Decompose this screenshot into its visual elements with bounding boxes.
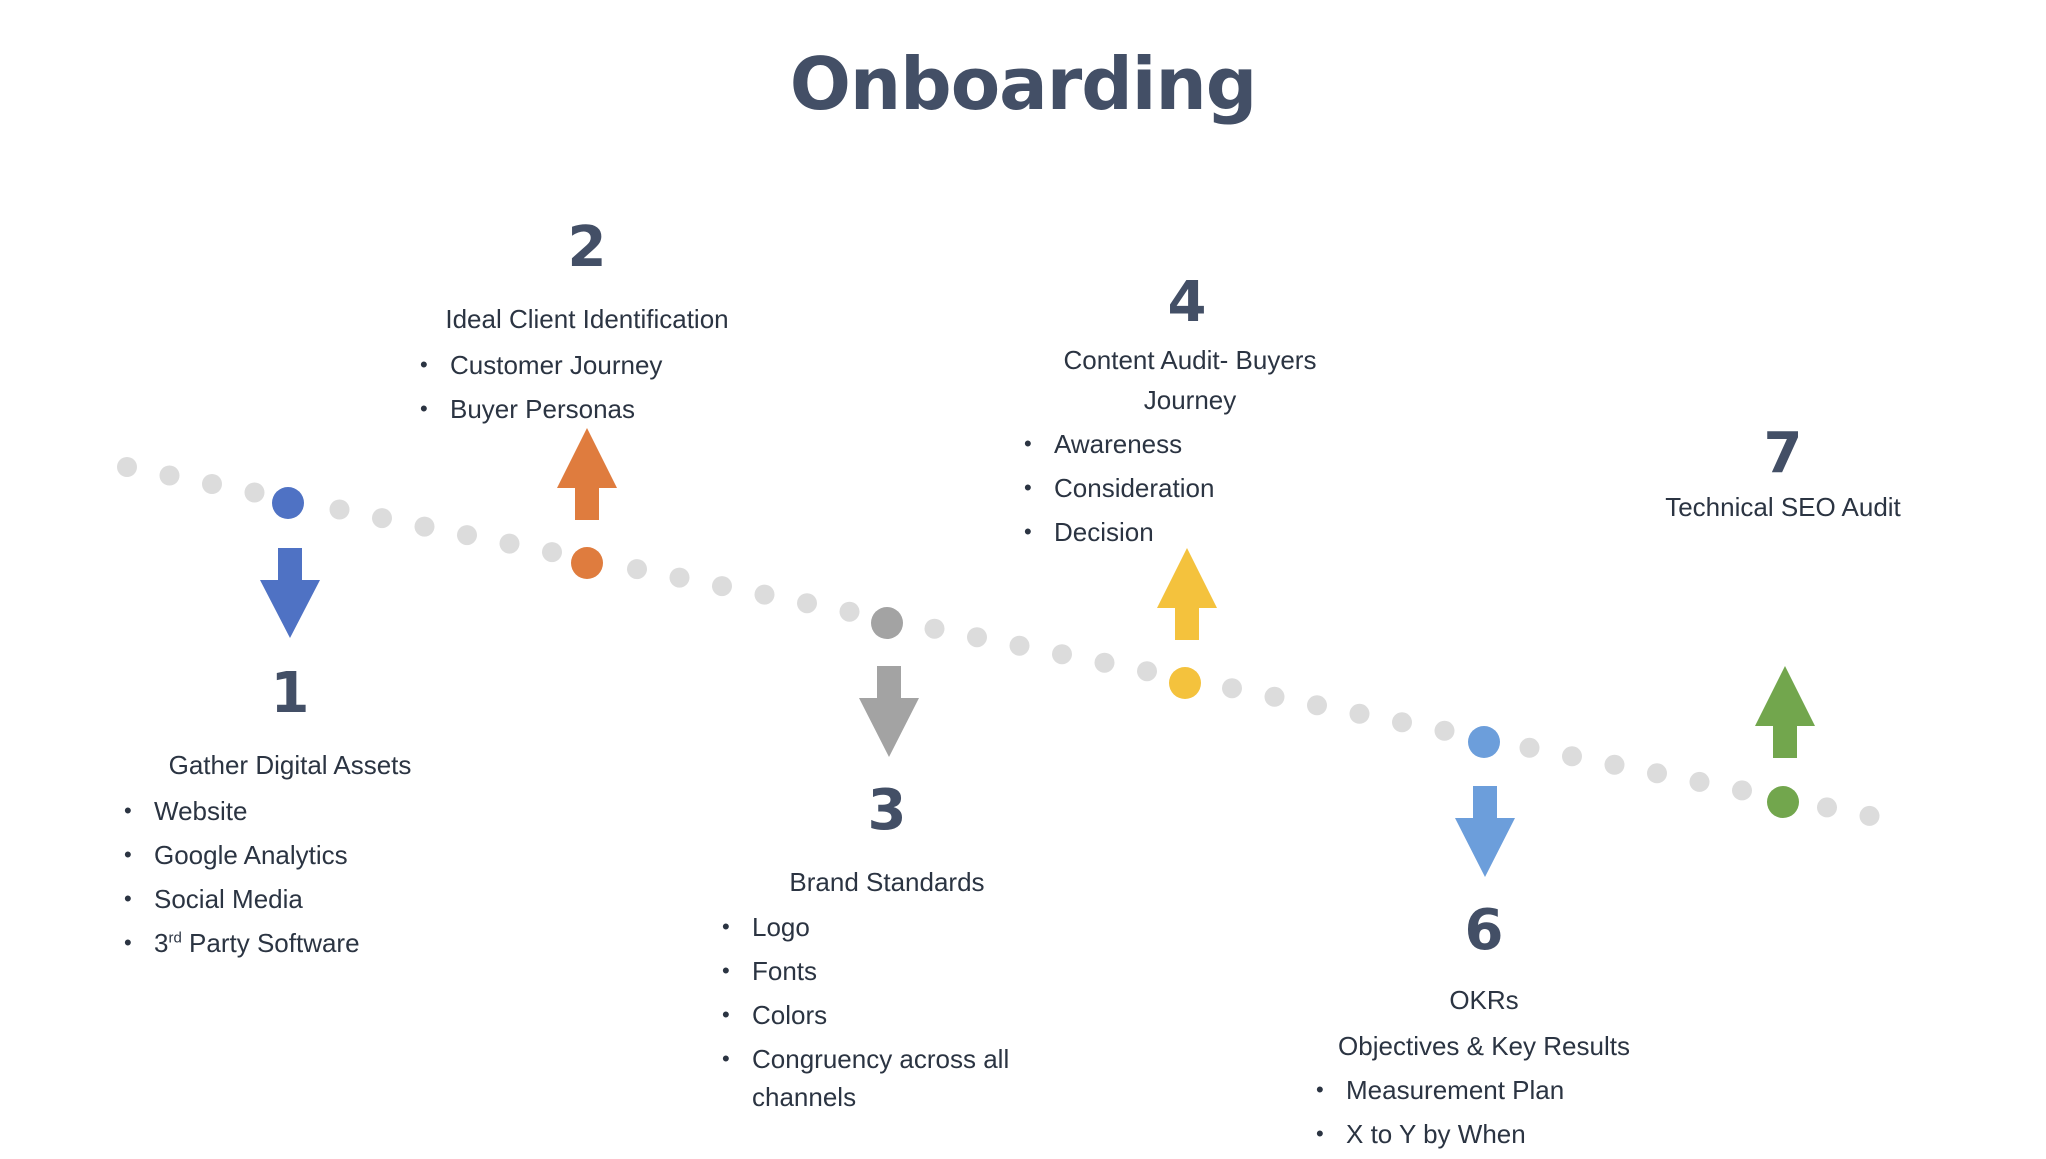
timeline-dot [1392, 712, 1412, 733]
timeline-dot [159, 465, 180, 486]
step-4-number: 4 [1167, 270, 1207, 335]
timeline-dot [244, 482, 265, 503]
timeline-dot [1094, 652, 1115, 673]
timeline-dot [1349, 703, 1370, 724]
timeline-dot [712, 576, 732, 597]
timeline-dot [1052, 644, 1072, 665]
timeline-dot [924, 618, 945, 639]
list-item: Google Analytics [124, 836, 360, 874]
list-item: Fonts [722, 952, 1022, 990]
step-6-down-arrow-icon [1455, 786, 1515, 877]
timeline-dot [669, 567, 690, 588]
list-item: Consideration [1024, 469, 1214, 507]
step-3-number: 3 [867, 778, 907, 843]
timeline-dot [967, 627, 987, 648]
step-6-marker [1468, 726, 1500, 758]
list-item: Measurement Plan [1316, 1071, 1564, 1109]
step-3-marker [871, 607, 903, 639]
list-item: Logo [722, 908, 1022, 946]
step-7-up-arrow-icon [1755, 666, 1815, 758]
timeline-dot [1817, 797, 1837, 818]
step-6-bullet-list: Measurement Plan X to Y by When [1316, 1071, 1564, 1159]
timeline-dot [839, 601, 860, 622]
step-7-number: 7 [1763, 421, 1803, 486]
step-2-bullet-list: Customer Journey Buyer Personas [420, 346, 662, 434]
timeline-dot [1307, 695, 1327, 716]
step-6-number: 6 [1464, 898, 1504, 963]
timeline-dot [202, 474, 222, 494]
step-1-down-arrow-icon [260, 548, 320, 638]
list-item: Decision [1024, 513, 1214, 551]
step-6-heading-line-1: OKRs [1449, 985, 1519, 1015]
timeline-dot [1604, 754, 1625, 775]
step-4-bullet-list: Awareness Consideration Decision [1024, 425, 1214, 557]
step-7-marker [1767, 786, 1799, 818]
step-4-up-arrow-icon [1157, 548, 1217, 640]
timeline-dot [1434, 720, 1455, 741]
timeline-dot [414, 516, 435, 537]
step-1-bullet-list: Website Google Analytics Social Media 3r… [124, 792, 360, 968]
list-item: Customer Journey [420, 346, 662, 384]
timeline-dot [329, 499, 350, 520]
timeline-dot [542, 542, 562, 563]
step-3-bullet-list: Logo Fonts Colors Congruency across all … [722, 908, 1022, 1122]
step-4-heading-line-2: Journey [1143, 385, 1237, 415]
list-item: Website [124, 792, 360, 830]
timeline-dot [499, 533, 520, 554]
step-2-marker [571, 547, 603, 579]
timeline-dot [457, 525, 477, 546]
timeline-dot [1562, 746, 1582, 767]
timeline-dot [627, 559, 647, 580]
step-2-heading: Ideal Client Identification [445, 304, 729, 334]
list-item: Congruency across all channels [722, 1040, 1022, 1116]
step-6-heading: OKRs Objectives & Key Results [1284, 980, 1684, 1066]
timeline-dot [1647, 763, 1667, 784]
timeline-dot [372, 508, 392, 529]
timeline-dot [1009, 635, 1030, 656]
step-3-down-arrow-icon [859, 666, 919, 757]
list-item: Buyer Personas [420, 390, 662, 428]
timeline-dot [1222, 678, 1242, 699]
step-4-heading-line-1: Content Audit- Buyers [1063, 345, 1317, 375]
timeline-dot [1519, 737, 1540, 758]
list-item: Colors [722, 996, 1022, 1034]
timeline-dot [797, 593, 817, 614]
page-title: Onboarding [789, 42, 1258, 126]
step-2-number: 2 [567, 215, 607, 280]
step-1-number: 1 [270, 661, 310, 726]
timeline-dot [1859, 805, 1880, 826]
timeline-dot [754, 584, 775, 605]
timeline-dot [1689, 771, 1710, 792]
timeline-dot [1137, 661, 1157, 682]
step-4-marker [1169, 667, 1201, 699]
list-item: 3rd Party Software [124, 924, 360, 962]
step-1-heading: Gather Digital Assets [168, 750, 412, 780]
timeline-dot [1264, 686, 1285, 707]
timeline-dotted-path [117, 457, 1880, 826]
timeline-dot [117, 457, 137, 477]
list-item: X to Y by When [1316, 1115, 1564, 1153]
step-1-marker [272, 487, 304, 519]
list-item: Social Media [124, 880, 360, 918]
step-6-heading-line-2: Objectives & Key Results [1338, 1031, 1630, 1061]
step-7-heading: Technical SEO Audit [1665, 492, 1901, 522]
timeline-dot [1732, 780, 1752, 801]
step-4-heading: Content Audit- Buyers Journey [1000, 340, 1380, 420]
step-2-up-arrow-icon [557, 428, 617, 520]
step-3-heading: Brand Standards [789, 867, 985, 897]
list-item: Awareness [1024, 425, 1214, 463]
